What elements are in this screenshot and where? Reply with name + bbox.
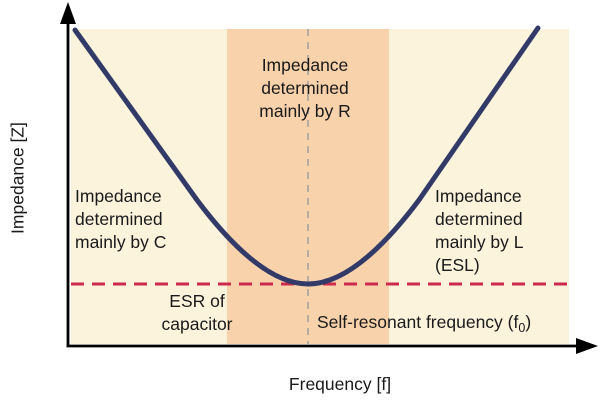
x-axis-label: Frequency [f] <box>288 374 392 394</box>
annotation-line: mainly by R <box>259 101 351 121</box>
annotation-line: determined <box>435 209 523 229</box>
annotation-region-c: Impedance determined mainly by C <box>75 185 166 254</box>
annotation-line: determined <box>261 78 349 98</box>
annotation-esr: ESR of capacitor <box>161 290 232 336</box>
annotation-region-r: Impedance determined mainly by R <box>259 54 350 123</box>
impedance-curve <box>72 25 541 287</box>
annotation-line: capacitor <box>161 314 233 334</box>
x-axis-arrowhead-icon <box>576 338 598 354</box>
annotation-region-l: Impedance determined mainly by L (ESL) <box>435 185 524 277</box>
y-axis-label: Impedance [Z] <box>7 122 28 234</box>
annotation-text: Self-resonant frequency (f <box>317 312 519 332</box>
annotation-line: mainly by C <box>75 232 167 252</box>
annotation-self-resonant-frequency: Self-resonant frequency (f0) <box>317 312 531 335</box>
annotation-line: determined <box>75 209 163 229</box>
annotation-line: Impedance <box>261 55 349 75</box>
annotation-line: mainly by L <box>435 232 524 252</box>
annotation-line: Impedance <box>435 186 522 206</box>
annotation-line: (ESL) <box>435 255 480 275</box>
annotation-line: ESR of <box>169 291 225 311</box>
annotation-text: ) <box>525 312 532 332</box>
annotation-line: Impedance <box>75 186 162 206</box>
annotation-subscript: 0 <box>518 321 526 335</box>
y-axis-arrowhead-icon <box>60 2 76 24</box>
